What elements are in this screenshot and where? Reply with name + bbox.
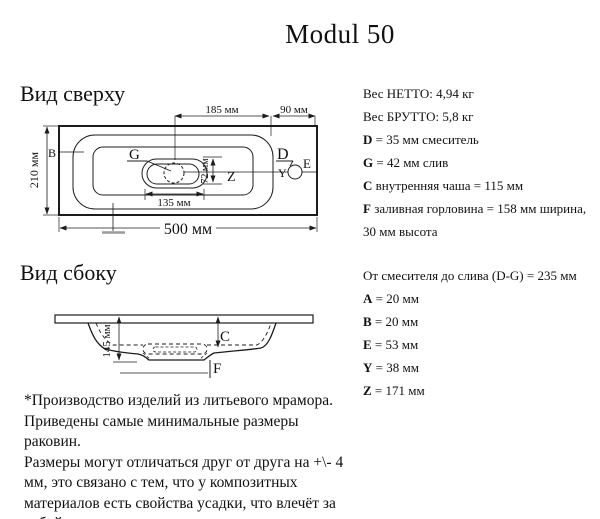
spec-z: Z = 171 мм (363, 383, 425, 398)
dim-145-label: 145 мм (101, 324, 113, 357)
footnote-line: Приведены самые минимальные размеры рако… (24, 412, 299, 451)
spec-weight-netto: Вес НЕТТО: 4,94 кг (363, 86, 474, 101)
recess-slope-right (199, 352, 208, 360)
rim-side (54, 314, 314, 324)
top-view-drawing: 185 мм 90 мм 210 мм 500 мм 135 мм 72 мм … (27, 104, 318, 238)
footnote: *Производство изделий из литьевого мрамо… (24, 391, 354, 519)
basin-profile-outer (87, 322, 277, 361)
spec-d: D = 35 мм смеситель (363, 132, 479, 147)
recess-slope-left (142, 352, 151, 360)
footnote-line: мм, это связано с тем, что у композитных (24, 474, 298, 491)
spec-e: E = 53 мм (363, 337, 419, 352)
footnote-line: *Производство изделий из литьевого мрамо… (24, 392, 333, 409)
label-e: E (303, 156, 311, 171)
spec-b: B = 20 мм (363, 314, 419, 329)
sink-outline-top (58, 125, 318, 216)
spec-c: C внутренняя чаша = 115 мм (363, 178, 524, 193)
dim-500-label: 500 мм (164, 221, 212, 238)
label-c: C (220, 329, 230, 345)
page-title: Modul 50 (285, 19, 395, 49)
label-f: F (213, 361, 221, 377)
label-d: D (277, 146, 289, 163)
faucet-hole (287, 164, 303, 180)
spec-weight-brutto: Вес БРУТТО: 5,8 кг (363, 109, 474, 124)
basin-rim (72, 134, 274, 210)
dim-210-label: 210 мм (27, 152, 41, 189)
g-leader-line (146, 160, 172, 172)
side-view-heading: Вид сбоку (20, 260, 117, 285)
drain-recess-outer (141, 158, 208, 189)
footnote-line: Размеры могут отличаться друг от друга н… (24, 453, 344, 471)
spec-dg-distance: От смесителя до слива (D-G) = 235 мм (363, 268, 577, 283)
basin-profile-inner (95, 322, 143, 346)
basin-inner (92, 146, 254, 196)
label-z: Z (227, 170, 236, 185)
top-view-heading: Вид сверху (20, 81, 126, 106)
label-g: G (129, 147, 140, 163)
drain-recess-side (142, 343, 208, 355)
dim-135-label: 135 мм (157, 197, 190, 209)
spec-a: A = 20 мм (363, 291, 419, 306)
spec-f-height: 30 мм высота (363, 224, 438, 239)
dim-72-label: 72 мм (200, 158, 211, 184)
specs-top: Вес НЕТТО: 4,94 кг Вес БРУТТО: 5,8 кг D … (363, 82, 598, 243)
basin-profile-inner-right (207, 322, 272, 346)
side-view-drawing: 145 мм C F (54, 314, 314, 378)
d-leader-line (289, 160, 294, 167)
spec-f: F заливная горловина = 158 мм ширина, (363, 201, 587, 216)
label-y: Y (278, 166, 287, 180)
spec-y: Y = 38 мм (363, 360, 419, 375)
dim-185-label: 185 мм (205, 104, 238, 116)
drain-recess-inner (146, 163, 200, 185)
footnote-line: собой изменения размеров. (24, 514, 354, 519)
label-b: B (48, 146, 56, 160)
spec-g: G = 42 мм слив (363, 155, 449, 170)
specs-bottom: От смесителя до слива (D-G) = 235 мм A =… (363, 264, 598, 402)
footnote-line: материалов есть свойства усадки, что вле… (24, 494, 336, 512)
drain-hole (163, 162, 185, 184)
dim-90-label: 90 мм (280, 104, 308, 116)
drain-recess-side-inner (152, 346, 198, 353)
